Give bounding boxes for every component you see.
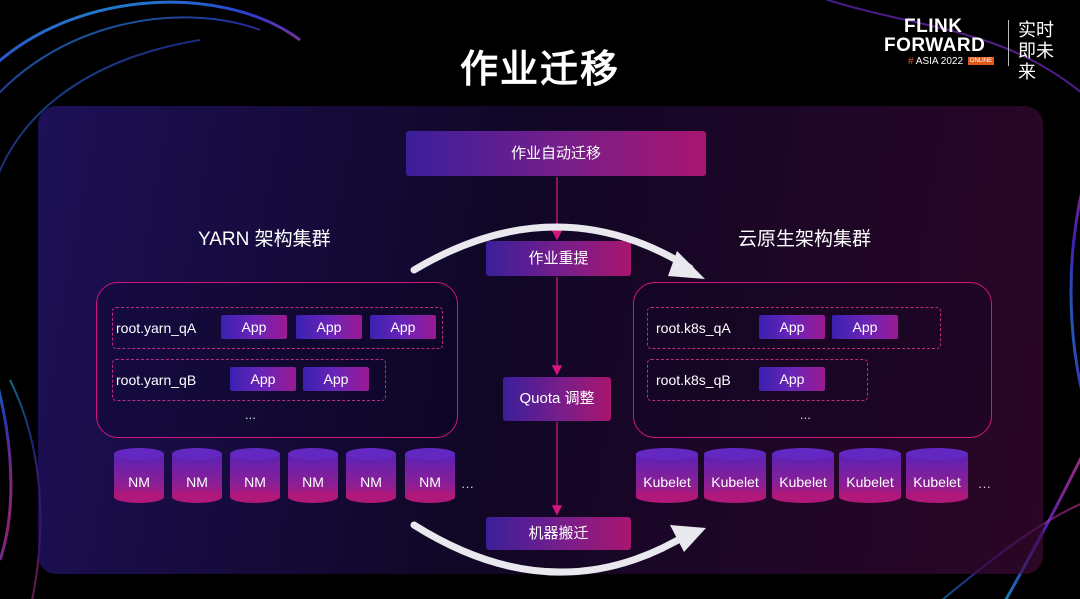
yarn-nodes-ellipsis: ···: [461, 479, 474, 494]
logo-line3: # ASIA 2022 ONLINE: [908, 56, 995, 67]
kubelet-label: Kubelet: [779, 474, 827, 490]
flink-forward-logo: FLINK FORWARD # ASIA 2022 ONLINE 实时即未来: [884, 14, 1074, 82]
kubelet-label: Kubelet: [846, 474, 894, 490]
kubelet-node: Kubelet: [839, 448, 901, 503]
kubelet-label: Kubelet: [913, 474, 961, 490]
nm-node: NM: [405, 448, 455, 503]
kubelet-label: Kubelet: [711, 474, 759, 490]
yarn-queue-b: [112, 359, 386, 401]
yarn-queue-a: [112, 307, 443, 349]
nm-label: NM: [186, 474, 208, 490]
k8s-nodes-ellipsis: ···: [978, 479, 991, 494]
page-title: 作业迁移: [459, 49, 620, 91]
app-block: App: [296, 315, 362, 339]
app-block: App: [759, 367, 825, 391]
k8s-queue-ellipsis: ...: [800, 407, 811, 422]
machine-move-box: 机器搬迁: [486, 517, 631, 550]
kubelet-node: Kubelet: [704, 448, 766, 503]
logo-event: ASIA 2022: [915, 56, 964, 67]
logo-divider: [1008, 20, 1009, 66]
k8s-cluster-title: 云原生架构集群: [738, 229, 872, 250]
k8s-queue-b: [647, 359, 868, 401]
app-block: App: [759, 315, 825, 339]
auto-migrate-box: 作业自动迁移: [406, 131, 706, 176]
nm-node: NM: [114, 448, 164, 503]
quota-box: Quota 调整: [503, 377, 611, 421]
queue-label: root.k8s_qB: [656, 372, 731, 388]
yarn-cluster-title: YARN 架构集群: [198, 229, 331, 250]
nm-node: NM: [288, 448, 338, 503]
app-block: App: [832, 315, 898, 339]
nm-label: NM: [128, 474, 150, 490]
app-block: App: [303, 367, 369, 391]
queue-label: root.k8s_qA: [656, 320, 731, 336]
logo-line1: FLINK: [904, 16, 963, 37]
yarn-queue-ellipsis: ...: [245, 407, 256, 422]
nm-label: NM: [302, 474, 324, 490]
app-block: App: [370, 315, 436, 339]
logo-hash: #: [908, 56, 914, 67]
kubelet-label: Kubelet: [643, 474, 691, 490]
logo-slogan: 实时即未来: [1018, 20, 1054, 82]
logo-online-badge: ONLINE: [967, 57, 995, 66]
k8s-cluster: [633, 282, 992, 438]
queue-label: root.yarn_qB: [116, 372, 197, 388]
nm-node: NM: [346, 448, 396, 503]
yarn-cluster: [96, 282, 458, 438]
nm-label: NM: [360, 474, 382, 490]
resubmit-box: 作业重提: [486, 241, 631, 276]
kubelet-node: Kubelet: [906, 448, 968, 503]
nm-node: NM: [230, 448, 280, 503]
logo-line2: FORWARD: [884, 35, 986, 56]
nm-label: NM: [419, 474, 441, 490]
nm-label: NM: [244, 474, 266, 490]
app-block: App: [221, 315, 287, 339]
kubelet-node: Kubelet: [772, 448, 834, 503]
k8s-queue-a: [647, 307, 941, 349]
nm-node: NM: [172, 448, 222, 503]
kubelet-node: Kubelet: [636, 448, 698, 503]
app-block: App: [230, 367, 296, 391]
queue-label: root.yarn_qA: [116, 320, 197, 336]
